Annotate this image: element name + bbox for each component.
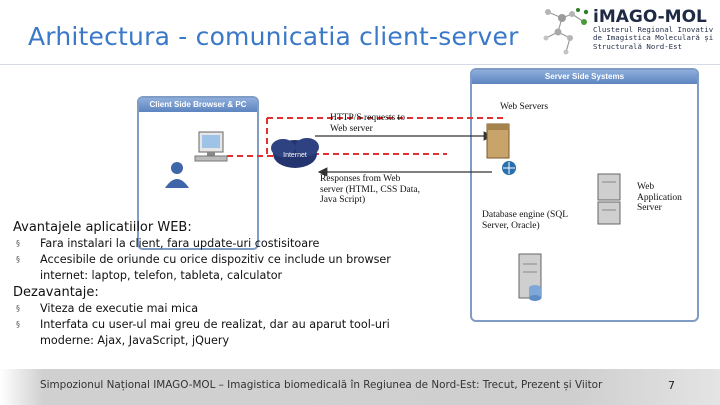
database-server-icon: [518, 253, 542, 301]
imago-mol-logo: iMAGO-MOL Clusterul Regional Inovativ de…: [540, 4, 720, 62]
response-label: Responses from Web server (HTML, CSS Dat…: [320, 174, 420, 206]
app-server-label-line: Web: [637, 182, 655, 192]
response-label-line: server (HTML, CSS Data,: [320, 184, 420, 195]
advantage-text: Accesibile de oriunde cu orice dispoziti…: [40, 253, 391, 266]
server-side-panel: Server Side Systems: [470, 68, 699, 322]
logo-subtitle: Clusterul Regional Inovativ de Imagistic…: [593, 25, 714, 51]
disadvantage-item: § Viteza de executie mai mica: [13, 301, 513, 317]
molecule-logo-icon: [543, 8, 589, 55]
advantage-item: § Fara instalari la client, fara update-…: [13, 236, 513, 252]
bullet-marker: §: [16, 255, 20, 264]
slide-footer: Simpozionul Național IMAGO-MOL – Imagist…: [0, 369, 720, 405]
bullet-marker: §: [16, 239, 20, 248]
database-label-line: Server, Oracle): [482, 220, 540, 231]
diagram-graphics: Internet: [165, 117, 621, 301]
disadvantage-text: moderne: Ajax, JavaScript, jQuery: [40, 334, 230, 347]
advantages-heading: Avantajele aplicatiilor WEB:: [13, 220, 192, 235]
request-label-line: HTTP/S requests to: [330, 113, 405, 123]
app-server-label-line: Application: [637, 192, 682, 203]
logo-subtitle-line: de Imagistica Moleculară și: [593, 33, 714, 43]
footer-text: Simpozionul Național IMAGO-MOL – Imagist…: [40, 379, 603, 391]
request-label: HTTP/S requests to Web server: [330, 113, 405, 134]
web-server-icon: [486, 123, 516, 175]
network-link-lines: [227, 117, 507, 157]
internet-cloud-icon: Internet: [271, 138, 319, 168]
app-server-label-line: Server: [637, 203, 662, 213]
client-pc-icon: [194, 131, 228, 162]
logo-subtitle-line: Clusterul Regional Inovativ: [593, 25, 714, 34]
logo-subtitle-line: Structurală Nord-Est: [593, 41, 682, 51]
database-label: Database engine (SQL Server, Oracle): [482, 210, 568, 231]
application-server-icon: [597, 173, 621, 225]
disadvantages-heading: Dezavantaje:: [13, 285, 99, 300]
disadvantage-item: § Interfata cu user-ul mai greu de reali…: [13, 317, 513, 349]
page-number: 7: [668, 379, 675, 392]
footer-bar: [0, 369, 720, 405]
server-panel-title: Server Side Systems: [472, 70, 697, 84]
request-label-line: Web server: [330, 123, 373, 134]
client-panel-title: Client Side Browser & PC: [139, 98, 257, 112]
database-label-line: Database engine (SQL: [482, 210, 568, 220]
advantage-text: internet: laptop, telefon, tableta, calc…: [40, 269, 283, 282]
bullet-marker: §: [16, 320, 20, 329]
web-servers-label: Web Servers: [500, 102, 549, 112]
slide-body: Avantajele aplicatiilor WEB: § Fara inst…: [13, 220, 513, 349]
logo-name: iMAGO-MOL: [593, 7, 707, 27]
app-server-label: Web Application Server: [637, 182, 682, 214]
user-icon: [165, 162, 189, 188]
slide-title: Arhitectura - comunicatia client-server: [28, 22, 519, 51]
response-label-line: Responses from Web: [320, 174, 401, 184]
title-divider: [0, 64, 720, 65]
client-server-diagram: Server Side Systems Client Side Browser …: [137, 66, 699, 322]
advantage-item: § Accesibile de oriunde cu orice dispozi…: [13, 252, 513, 284]
advantage-text: Fara instalari la client, fara update-ur…: [40, 237, 320, 250]
disadvantage-text: Interfata cu user-ul mai greu de realiza…: [40, 318, 390, 331]
response-label-line: Java Script): [320, 195, 366, 205]
internet-label: Internet: [283, 152, 307, 159]
bullet-marker: §: [16, 304, 20, 313]
client-side-panel: Client Side Browser & PC: [137, 96, 259, 250]
disadvantage-text: Viteza de executie mai mica: [40, 302, 199, 315]
